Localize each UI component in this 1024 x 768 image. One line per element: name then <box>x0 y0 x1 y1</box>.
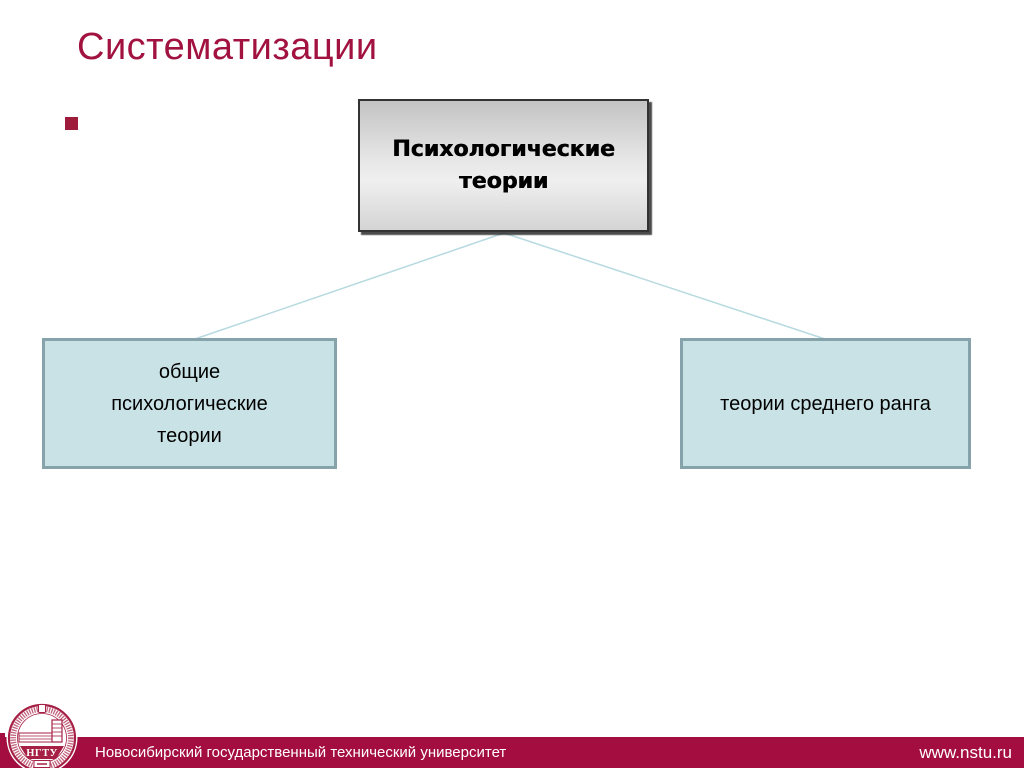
seal-abbreviation: НГТУ <box>26 748 58 759</box>
diagram-node-general-psychological-theories: общие психологические теории <box>42 338 337 469</box>
diagram-node-middle-range-theories: теории среднего ранга <box>680 338 971 469</box>
bullet-square-marker <box>65 117 78 130</box>
nstu-logo-seal-icon: НГТУ <box>6 702 78 768</box>
seal-building-icon <box>18 719 63 743</box>
footer-website-url: www.nstu.ru <box>919 743 1012 762</box>
connector-right-line <box>503 232 826 340</box>
footer-left-edge-stripe <box>0 733 5 768</box>
seal-ribbon <box>20 746 64 759</box>
slide-title: Систематизации <box>77 26 378 68</box>
seal-crest <box>38 704 46 713</box>
connector-left-line <box>194 232 505 340</box>
diagram-node-psychological-theories: Психологические теории <box>358 99 649 232</box>
footer-university-name: Новосибирский государственный технически… <box>95 744 507 761</box>
footer-bar <box>0 737 1024 768</box>
